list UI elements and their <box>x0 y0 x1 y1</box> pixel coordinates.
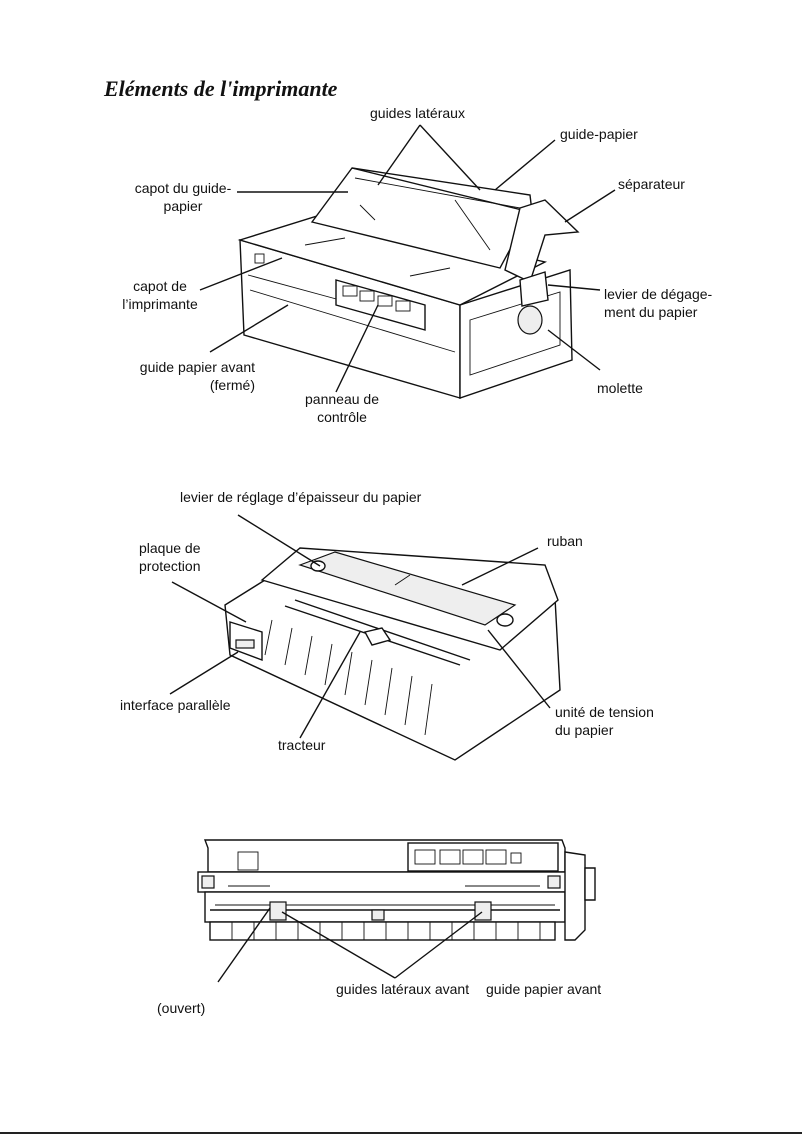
label-interface-parallele: interface parallèle <box>120 697 231 713</box>
label-levier-epaisseur: levier de réglage d’épaisseur du papier <box>180 489 422 505</box>
figure1-leader-lines <box>199 124 616 393</box>
label-plaque-protection: plaque de protection <box>139 540 201 574</box>
label-ouvert: (ouvert) <box>157 1000 206 1016</box>
label-guides-lateraux-avant: guides latéraux avant <box>336 981 470 997</box>
label-separateur: séparateur <box>618 176 685 192</box>
page-title: Eléments de l'imprimante <box>104 76 338 101</box>
label-guide-papier-avant-ferme: guide papier avant (fermé) <box>139 359 255 393</box>
label-unite-tension: unité de tension du papier <box>555 704 654 738</box>
page-bottom-rule <box>0 1132 802 1134</box>
label-tracteur: tracteur <box>278 737 326 753</box>
label-capot-guide-papier: capot du guide- papier <box>134 180 232 214</box>
label-guides-lateraux: guides latéraux <box>370 105 465 121</box>
label-guide-papier: guide-papier <box>560 126 638 142</box>
label-molette: molette <box>597 380 643 396</box>
label-panneau-controle: panneau de contrôle <box>305 391 379 425</box>
printer-exterior-drawing <box>237 167 580 399</box>
label-capot-imprimante: capot de l’imprimante <box>122 278 198 312</box>
label-guide-papier-avant: guide papier avant <box>486 981 602 997</box>
figure3-leader-lines <box>217 907 483 983</box>
printer-interior-drawing <box>224 547 561 761</box>
figure2-leader-lines <box>169 514 551 739</box>
label-levier-degagement: levier de dégage- ment du papier <box>604 286 713 320</box>
printer-front-view-drawing <box>197 839 596 941</box>
label-ruban: ruban <box>547 533 583 549</box>
